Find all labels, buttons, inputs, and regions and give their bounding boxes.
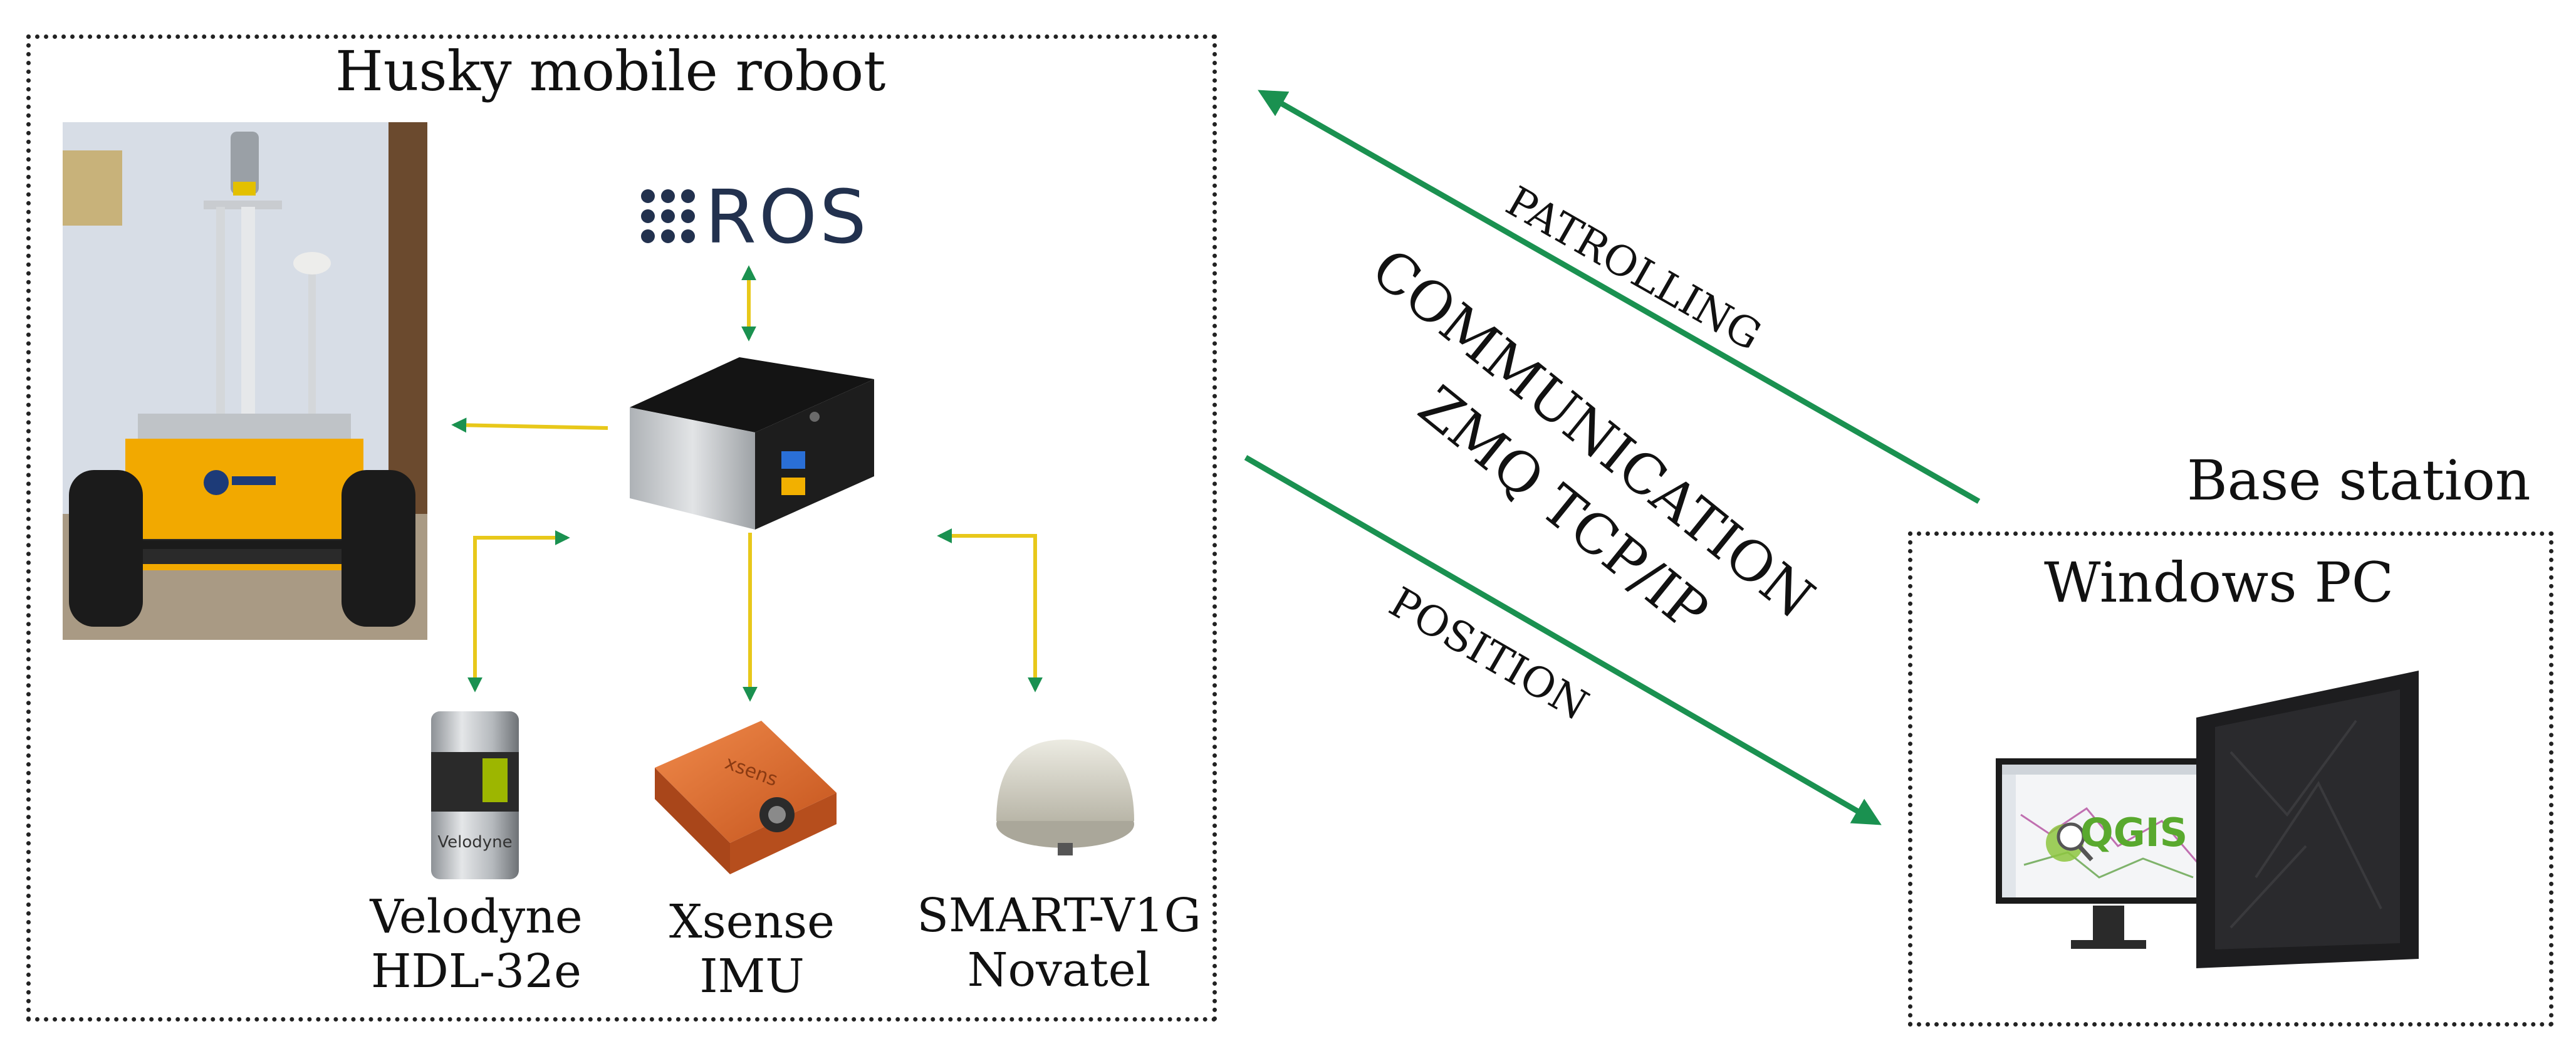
patrolling-arrow (1258, 90, 1981, 504)
novatel-gnss-antenna (996, 740, 1134, 855)
computer-to-robot-arrow (451, 417, 608, 433)
base-station-container (1908, 531, 2553, 1027)
gnss-label-line1: SMART-V1G (917, 889, 1201, 943)
internal-connections (451, 265, 1043, 702)
xsens-imu (655, 721, 837, 874)
velodyne-link (467, 530, 570, 693)
windows-pc-title: Windows PC (2044, 550, 2394, 615)
velodyne-label: Velodyne HDL-32e (338, 890, 614, 1000)
gnss-label: SMART-V1G Novatel (896, 889, 1222, 998)
robot-container (26, 34, 1217, 1022)
ros-logo-text: ROS (705, 174, 869, 260)
imu-label-line2: IMU (699, 949, 805, 1004)
imu-label: Xsense IMU (627, 895, 877, 1005)
husky-robot-photo (63, 122, 427, 640)
position-arrow (1244, 455, 1882, 825)
onboard-computer (630, 357, 874, 530)
ros-logo: ROS (639, 174, 867, 260)
robot-section-title: Husky mobile robot (335, 39, 886, 103)
velodyne-brand-mark: Velodyne (437, 833, 512, 852)
velodyne-label-line2: HDL-32e (371, 944, 581, 999)
gnss-label-line2: Novatel (967, 943, 1151, 998)
gnss-link (937, 528, 1043, 693)
qgis-brand-mark: QGIS (2080, 810, 2188, 855)
imu-label-line1: Xsense (669, 895, 835, 949)
windows-pc-illustration (1996, 671, 2419, 968)
velodyne-label-line1: Velodyne (370, 890, 583, 944)
velodyne-lidar (431, 711, 519, 879)
ros-dots-icon (641, 189, 695, 243)
base-station-title: Base station (2187, 448, 2531, 513)
